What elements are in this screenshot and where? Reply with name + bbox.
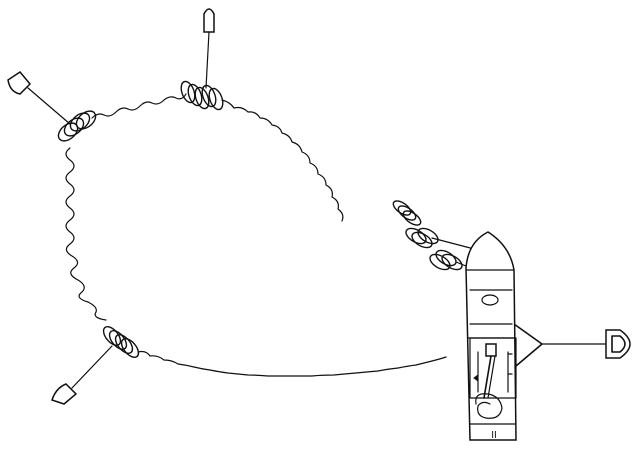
buoy-top: [203, 8, 215, 89]
ship: II: [465, 231, 517, 441]
tow-line-upper: [431, 237, 479, 251]
coil-cluster-right-middle: [405, 227, 439, 249]
buoy-bottom-left: [51, 345, 113, 405]
coil-cluster-top: [180, 80, 224, 111]
buoy-left: [7, 71, 71, 125]
anchor-bridle: [513, 323, 543, 367]
anchor-body: [605, 329, 631, 359]
coil-cluster-left: [57, 110, 97, 142]
anchor: [513, 323, 631, 367]
coil-cluster-right-lower: [429, 249, 463, 271]
coil-cluster-right-upper: [392, 200, 422, 226]
cable-segment-top-left: [91, 93, 187, 119]
stern-coil: [475, 393, 503, 419]
coil-cluster-bottom-left: [102, 326, 140, 358]
crane-boom: [483, 355, 492, 399]
winch-drum: [485, 343, 497, 357]
cable-segment-bottom: [137, 350, 447, 377]
ship-marking: II: [491, 430, 497, 441]
cable-loop: [65, 93, 447, 377]
cable-segment-left: [65, 147, 107, 321]
ship-hull: [465, 231, 517, 441]
cable-segment-top-right: [221, 99, 344, 222]
